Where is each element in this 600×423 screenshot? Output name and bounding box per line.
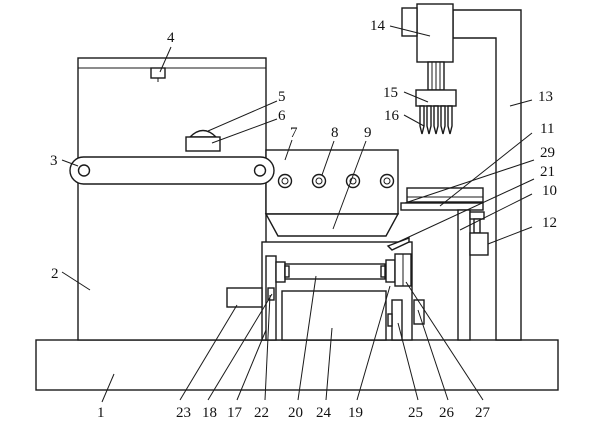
base-plate [35, 339, 559, 391]
label-5: 5 [278, 89, 286, 105]
cylinder-body [469, 232, 489, 256]
leader-20 [297, 275, 317, 401]
shaft-collar-left [284, 265, 290, 278]
right-bearing-block [385, 259, 396, 283]
cutting-tip-5 [447, 105, 453, 135]
leader-12 [487, 226, 533, 245]
leader-13 [509, 99, 533, 107]
label-12: 12 [542, 215, 557, 231]
label-11: 11 [540, 121, 554, 137]
label-7: 7 [290, 125, 298, 141]
label-29: 29 [540, 145, 555, 161]
leader-7 [284, 139, 293, 161]
cutting-tip-2 [426, 105, 432, 135]
label-25: 25 [408, 405, 423, 421]
conveyor-roller-right [253, 164, 267, 177]
cutting-tip-1 [419, 105, 425, 135]
bolt-4-inner [383, 177, 391, 185]
leader-17 [236, 329, 267, 401]
bolt-1 [277, 173, 293, 189]
support-column [457, 209, 471, 341]
leader-29 [404, 159, 535, 204]
label-26: 26 [439, 405, 455, 421]
leader-2 [61, 271, 91, 291]
label-3: 3 [50, 153, 58, 169]
label-1: 1 [97, 405, 105, 421]
bolt-3-inner [349, 177, 357, 185]
bolt-2-inner [315, 177, 323, 185]
roller-shaft [284, 263, 386, 280]
leader-25 [397, 322, 419, 401]
label-15: 15 [383, 85, 398, 101]
top-sensor [150, 67, 166, 79]
label-17: 17 [227, 405, 243, 421]
leader-22 [264, 294, 271, 401]
leader-9 [332, 140, 367, 230]
label-23: 23 [176, 405, 191, 421]
leader-16 [403, 114, 425, 127]
bolt-1-inner [281, 177, 289, 185]
left-bearing-block [275, 261, 286, 283]
label-20: 20 [288, 405, 303, 421]
slide-block-left [387, 313, 393, 327]
cutting-tip-3 [433, 105, 439, 135]
bolt-2 [311, 173, 327, 189]
leader-5 [207, 100, 278, 132]
label-4: 4 [167, 30, 175, 46]
label-27: 27 [475, 405, 491, 421]
label-6: 6 [278, 108, 286, 124]
cylinder-cap [469, 211, 485, 220]
leader-14 [389, 25, 431, 37]
leader-26 [417, 309, 449, 401]
label-19: 19 [348, 405, 363, 421]
label-21: 21 [540, 164, 555, 180]
label-8: 8 [331, 125, 339, 141]
shaft-collar-right [380, 265, 386, 278]
left-slot [267, 287, 275, 301]
leader-1 [101, 373, 115, 403]
leader-23 [179, 304, 238, 401]
leader-4 [159, 46, 172, 73]
label-22: 22 [254, 405, 269, 421]
label-14: 14 [370, 18, 386, 34]
bracket-ledge [400, 202, 484, 211]
leader-10 [459, 193, 533, 231]
leader-15 [403, 91, 429, 103]
label-13: 13 [538, 89, 553, 105]
leader-11 [439, 132, 533, 207]
conveyor-belt [69, 156, 275, 185]
label-9: 9 [364, 125, 372, 141]
leader-19 [356, 285, 391, 401]
leader-21 [397, 178, 535, 243]
leader-6 [211, 118, 278, 144]
leader-18 [207, 293, 273, 401]
side-block [226, 287, 263, 308]
leader-24 [325, 327, 333, 401]
spindle-housing [415, 89, 457, 107]
bolt-4 [379, 173, 395, 189]
leader-27 [405, 281, 484, 401]
label-10: 10 [542, 183, 557, 199]
label-18: 18 [202, 405, 217, 421]
leader-8 [321, 140, 335, 176]
label-24: 24 [316, 405, 332, 421]
cutting-tip-4 [440, 105, 446, 135]
motor-side-block [401, 7, 418, 37]
inner-frame [281, 290, 387, 341]
motor [416, 3, 454, 63]
label-16: 16 [384, 108, 400, 124]
label-2: 2 [51, 266, 59, 282]
leader-3 [61, 159, 79, 167]
funnel [264, 213, 400, 237]
conveyor-roller-left [77, 164, 91, 177]
camera-mount [185, 136, 221, 152]
